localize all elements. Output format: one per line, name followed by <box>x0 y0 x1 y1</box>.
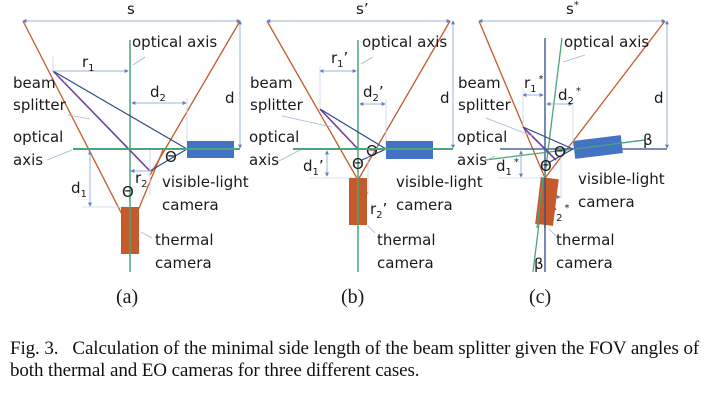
beam-splitter-label-line2: splitter <box>250 96 304 114</box>
s-label: s <box>127 0 135 18</box>
beam-splitter-line <box>522 126 557 161</box>
beam-splitter-pointer <box>485 117 533 137</box>
thermal-pointer <box>140 231 153 239</box>
visible-camera-label-line2: camera <box>162 196 219 214</box>
ray-lower <box>149 148 188 172</box>
d2-label: d2 <box>150 83 166 104</box>
optical-axis-top-label: optical axis <box>362 33 447 51</box>
optical-axis-left-line1: optical <box>13 128 63 146</box>
d2-label: d2’ <box>363 83 384 104</box>
s-label: s’ <box>356 0 369 18</box>
optical-axis-top-label: optical axis <box>132 33 217 51</box>
beta-label-vertical: β <box>534 255 544 273</box>
optical-axis-left-pointer <box>278 149 301 162</box>
thermal-camera-label-line1: thermal <box>556 231 615 249</box>
d-label: d <box>654 89 664 107</box>
thermal-camera-label-line1: thermal <box>155 231 214 249</box>
optical-axis-left-line2: axis <box>457 151 487 169</box>
thermal-camera-label-line2: camera <box>556 254 613 272</box>
theta-lower: Θ <box>352 155 364 173</box>
thermal-pointer <box>548 228 557 237</box>
beam-splitter-label-line1: beam <box>250 74 293 92</box>
fov-left-line <box>478 20 546 179</box>
panel-a: s d r1 d2 d1 r2 Θ Θ <box>13 0 249 308</box>
d1-label: d1’ <box>303 157 324 178</box>
thermal-camera-label-line1: thermal <box>377 231 436 249</box>
optical-axis-left-line1: optical <box>457 128 507 146</box>
optical-axis-pointer <box>360 56 374 65</box>
thermal-camera-label-line2: camera <box>377 254 434 272</box>
beam-splitter-pointer <box>67 114 91 120</box>
r2-label: r2’ <box>370 200 387 221</box>
caption-text: Calculation of the minimal side length o… <box>10 338 700 381</box>
figure-number: Fig. 3. <box>10 338 59 359</box>
beam-splitter-label-line1: beam <box>458 74 501 92</box>
d1-label: d1* <box>496 157 519 178</box>
thermal-tilted-axis-overlay <box>536 177 544 229</box>
fov-left-line <box>22 20 131 231</box>
optical-axis-left-line2: axis <box>249 151 279 169</box>
ray-upper <box>52 70 188 150</box>
ray-lower <box>547 148 574 164</box>
panel-b-label: (b) <box>341 286 364 308</box>
r2-label: r2 <box>135 169 148 190</box>
optical-axis-tilted-overlay <box>574 139 646 150</box>
beam-splitter-label-line1: beam <box>13 74 56 92</box>
visible-camera-label-line1: visible-light <box>578 170 665 188</box>
r1-label: r1 <box>82 53 95 74</box>
theta-lower: Θ <box>122 183 134 201</box>
fov-right-line <box>357 20 451 181</box>
visible-camera-label-line1: visible-light <box>162 173 249 191</box>
beam-splitter-line <box>52 70 151 172</box>
panel-a-label: (a) <box>116 286 138 308</box>
optical-axis-pointer <box>562 54 586 63</box>
optical-axis-left-line2: axis <box>13 151 43 169</box>
optical-axis-top-label: optical axis <box>564 33 649 51</box>
panel-c-label: (c) <box>529 286 551 308</box>
optical-axis-left-pointer <box>46 149 73 161</box>
r1-label: r1’ <box>331 49 348 70</box>
theta-upper: Θ <box>165 148 177 166</box>
d-label: d <box>225 89 235 107</box>
optical-axis-left-line1: optical <box>249 128 299 146</box>
r1-label: r1* <box>524 74 544 95</box>
d2-label: d2* <box>558 86 581 107</box>
beam-splitter-line <box>319 108 359 150</box>
figure-caption: Fig. 3.Calculation of the minimal side l… <box>10 338 700 382</box>
thermal-pointer <box>367 225 376 234</box>
panel-c: s* d r1* d2* d1* r2* Θ Θ <box>457 0 669 308</box>
beta-label-horizontal: β <box>643 131 653 149</box>
visible-light-camera <box>573 135 623 159</box>
fov-right-line <box>544 20 666 179</box>
ray-upper <box>319 108 387 150</box>
thermal-camera-label-line2: camera <box>155 254 212 272</box>
ray-upper <box>522 126 574 150</box>
beam-splitter-label-line2: splitter <box>458 96 512 114</box>
theta-lower: Θ <box>540 157 552 175</box>
beam-splitter-label-line2: splitter <box>13 96 67 114</box>
visible-camera-label-line1: visible-light <box>396 173 483 191</box>
optical-axis-left-pointer <box>486 155 496 161</box>
ray-lower <box>361 148 387 161</box>
optical-axis-pointer <box>132 56 146 66</box>
beam-splitter-pointer <box>281 115 333 128</box>
optical-axis-tilted-vertical <box>532 37 563 273</box>
visible-camera-label-line2: camera <box>578 193 635 211</box>
theta-upper: Θ <box>554 143 566 161</box>
d1-label: d1 <box>71 179 87 200</box>
panel-b: s’ d r1’ d2’ d1’ r2’ Θ Θ optical axis be… <box>249 0 483 308</box>
beam-splitter-diagram: s d r1 d2 d1 r2 Θ Θ <box>13 0 669 308</box>
theta-upper: Θ <box>366 142 378 160</box>
s-label: s* <box>566 0 579 18</box>
d-label: d <box>440 89 450 107</box>
fov-left-line <box>266 20 359 181</box>
visible-camera-label-line2: camera <box>396 196 453 214</box>
